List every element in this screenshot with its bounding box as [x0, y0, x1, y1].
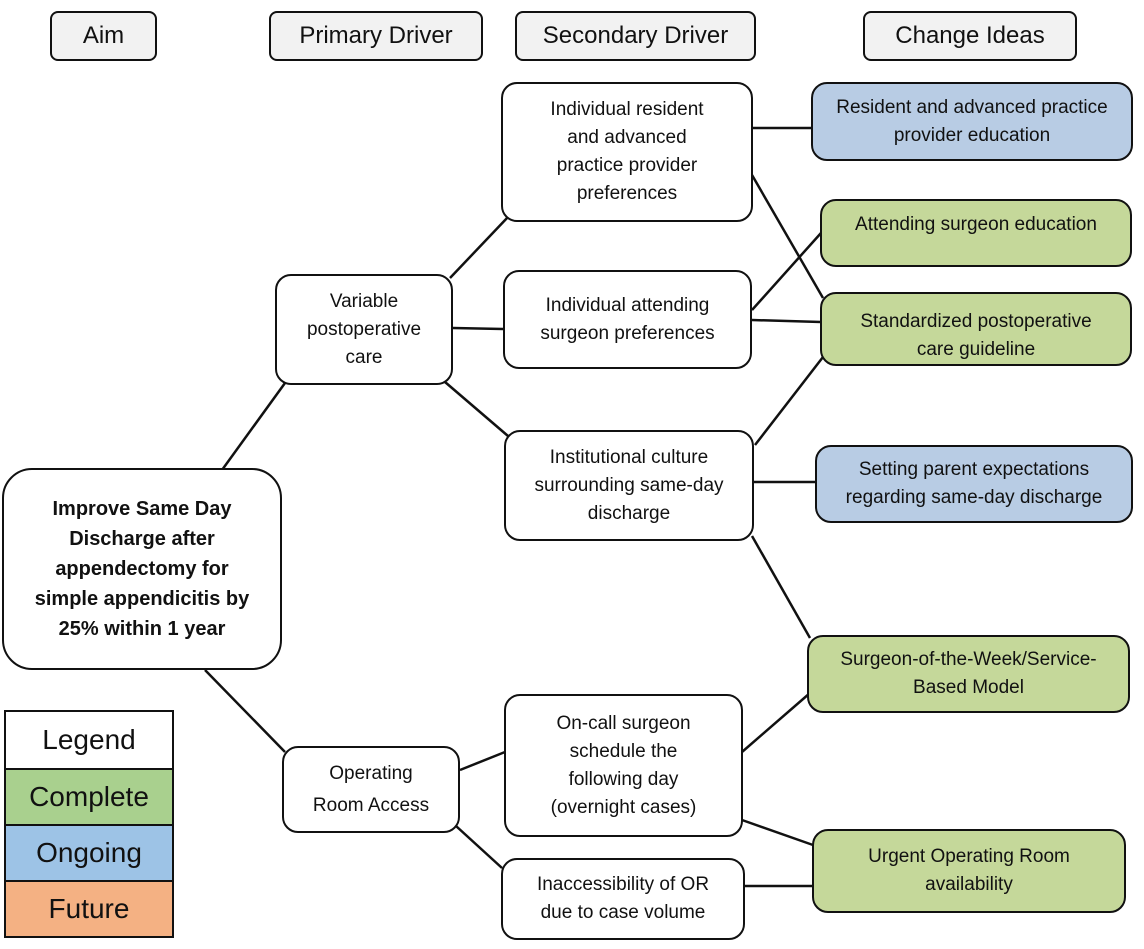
connector-attending-prefs-attending-education	[751, 232, 822, 311]
legend: Legend Complete Ongoing Future	[4, 710, 174, 938]
aim-box: Improve Same Day Discharge after appende…	[2, 468, 282, 670]
header-change-ideas: Change Ideas	[863, 11, 1077, 61]
connector-culture-guideline	[754, 356, 824, 446]
change-idea-resident-education: Resident and advanced practice provider …	[811, 82, 1133, 161]
connector-aim-or-access	[204, 669, 286, 753]
connector-variable-care-attending-prefs	[452, 326, 504, 331]
primary-driver-variable-care: Variable postoperative care	[275, 274, 453, 385]
header-primary-driver: Primary Driver	[269, 11, 483, 61]
header-secondary-driver: Secondary Driver	[515, 11, 756, 61]
connector-oncall-surgeon-of-week	[741, 692, 811, 753]
secondary-driver-institutional-culture: Institutional culture surrounding same-d…	[504, 430, 754, 541]
connector-culture-surgeon-of-week	[750, 535, 812, 639]
secondary-driver-attending-prefs: Individual attending surgeon preferences	[503, 270, 752, 369]
secondary-driver-or-inaccessibility: Inaccessibility of OR due to case volume	[501, 858, 745, 940]
change-idea-urgent-or: Urgent Operating Room availability	[812, 829, 1126, 913]
change-idea-guideline: Standardized postoperative care guidelin…	[820, 292, 1132, 366]
connector-or-access-oncall	[459, 750, 506, 772]
legend-future: Future	[6, 880, 172, 936]
legend-ongoing: Ongoing	[6, 824, 172, 880]
connector-variable-care-institutional-culture	[444, 381, 509, 437]
connector-variable-care-resident-prefs	[449, 216, 509, 279]
legend-complete: Complete	[6, 768, 172, 824]
connector-resident-prefs-guideline	[750, 174, 825, 299]
connector-oncall-urgent-or	[741, 818, 814, 847]
change-idea-attending-education: Attending surgeon education	[820, 199, 1132, 267]
change-idea-surgeon-of-week: Surgeon-of-the-Week/Service-Based Model	[807, 635, 1130, 713]
connector-attending-prefs-guideline	[751, 318, 822, 324]
connector-aim-variable-care	[220, 382, 287, 471]
secondary-driver-resident-prefs: Individual resident and advanced practic…	[501, 82, 753, 222]
header-aim: Aim	[50, 11, 157, 61]
primary-driver-or-access: Operating Room Access	[282, 746, 460, 833]
change-idea-parent-expectations: Setting parent expectations regarding sa…	[815, 445, 1133, 523]
secondary-driver-oncall-schedule: On-call surgeon schedule the following d…	[504, 694, 743, 837]
connector-or-access-inaccessibility	[455, 825, 503, 869]
legend-title: Legend	[6, 712, 172, 768]
